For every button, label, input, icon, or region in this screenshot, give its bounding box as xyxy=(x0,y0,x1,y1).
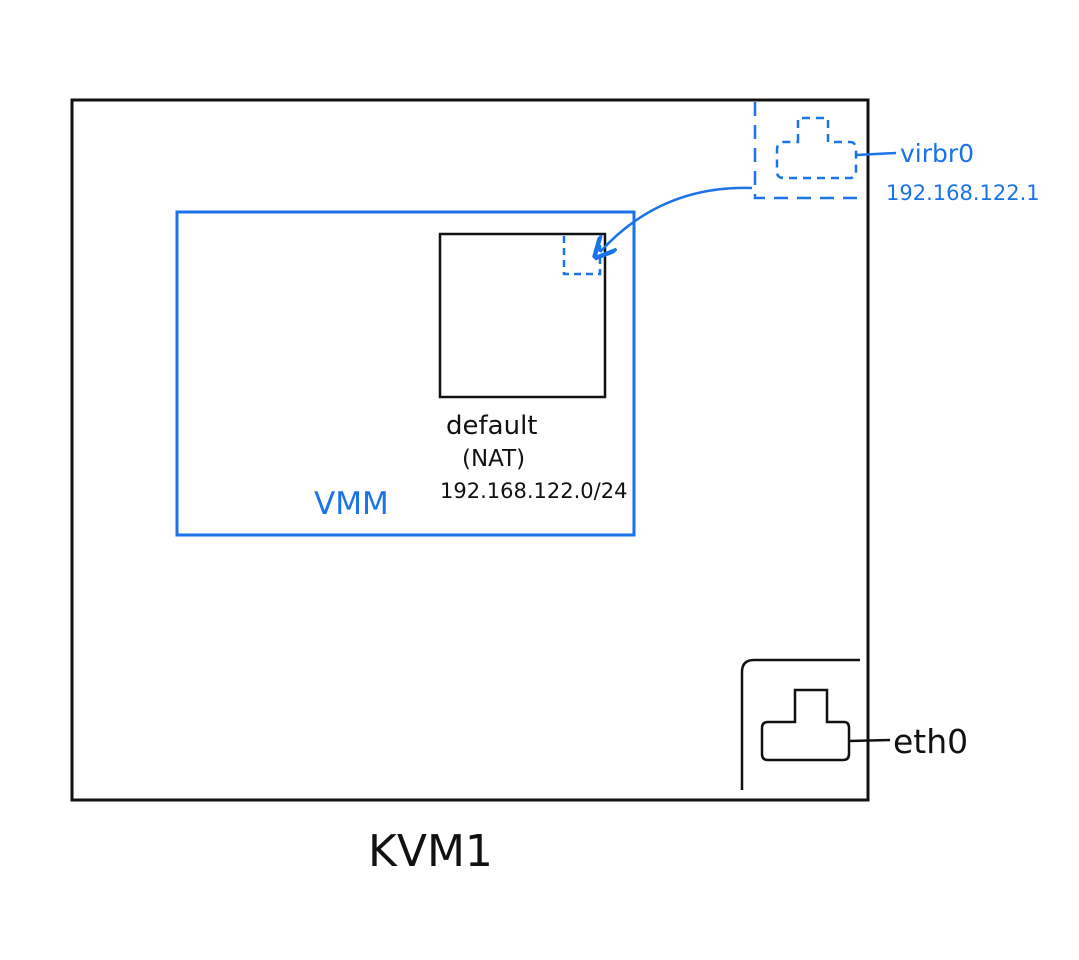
physical-nic-label-leader xyxy=(848,738,891,743)
network-subnet-label: 192.168.122.0/24 xyxy=(440,479,627,503)
bridge-port-marker xyxy=(562,236,602,276)
network-name-label: default xyxy=(446,411,537,441)
physical-nic-name-label: eth0 xyxy=(893,722,968,761)
physical-nic-icon xyxy=(760,688,851,762)
host-label: KVM1 xyxy=(368,826,493,877)
bridge-region xyxy=(753,102,860,200)
bridge-ip-label: 192.168.122.1 xyxy=(886,181,1040,205)
vmm-box xyxy=(175,210,636,537)
physical-nic-region xyxy=(740,658,860,790)
bridge-name-label: virbr0 xyxy=(900,139,974,168)
vmm-label: VMM xyxy=(314,486,389,522)
bridge-to-network-arrow xyxy=(600,186,753,252)
bridge-label-leader xyxy=(855,151,897,157)
network-box xyxy=(438,232,607,399)
bridge-nic-icon xyxy=(775,116,858,180)
network-mode-label: (NAT) xyxy=(462,446,525,472)
host-box xyxy=(70,98,870,802)
